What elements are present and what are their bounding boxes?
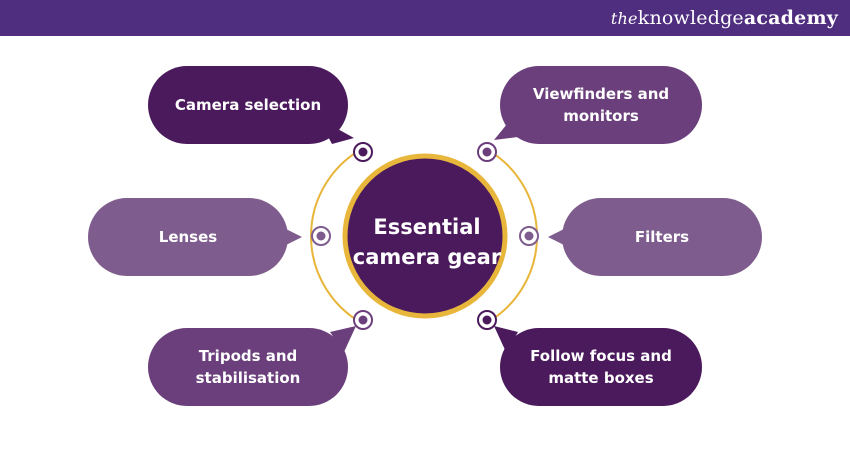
bubble-tripods bbox=[148, 326, 356, 406]
connector-dot-viewfinders bbox=[477, 142, 497, 162]
brand-middle: knowledge bbox=[637, 7, 744, 29]
label-filters: Filters bbox=[634, 228, 690, 246]
connector-dot-tripods bbox=[353, 310, 373, 330]
bubble-viewfinders bbox=[494, 66, 702, 144]
label-tripods: Tripods and stabilisation bbox=[195, 347, 301, 387]
center-title: Essential camera gear bbox=[352, 215, 502, 269]
bubble-lenses bbox=[88, 198, 302, 276]
bubble-filters bbox=[548, 198, 762, 276]
bubble-follow-focus bbox=[494, 326, 702, 406]
brand-suffix: academy bbox=[743, 7, 838, 29]
connector-dot-filters bbox=[519, 226, 539, 246]
connector-dot-lenses bbox=[311, 226, 331, 246]
brand-logo[interactable]: theknowledgeacademy bbox=[611, 4, 838, 32]
center-circle bbox=[342, 153, 508, 319]
connector-dot-camera-selection bbox=[353, 142, 373, 162]
label-viewfinders: Viewfinders and monitors bbox=[532, 85, 670, 125]
bubble-camera-selection bbox=[148, 66, 354, 144]
label-lenses: Lenses bbox=[158, 228, 218, 246]
label-camera-selection: Camera selection bbox=[174, 96, 322, 114]
connector-dot-follow-focus bbox=[477, 310, 497, 330]
brand-prefix: the bbox=[610, 9, 638, 28]
header-bar: theknowledgeacademy bbox=[0, 0, 850, 36]
label-follow-focus: Follow focus and matte boxes bbox=[530, 347, 672, 387]
